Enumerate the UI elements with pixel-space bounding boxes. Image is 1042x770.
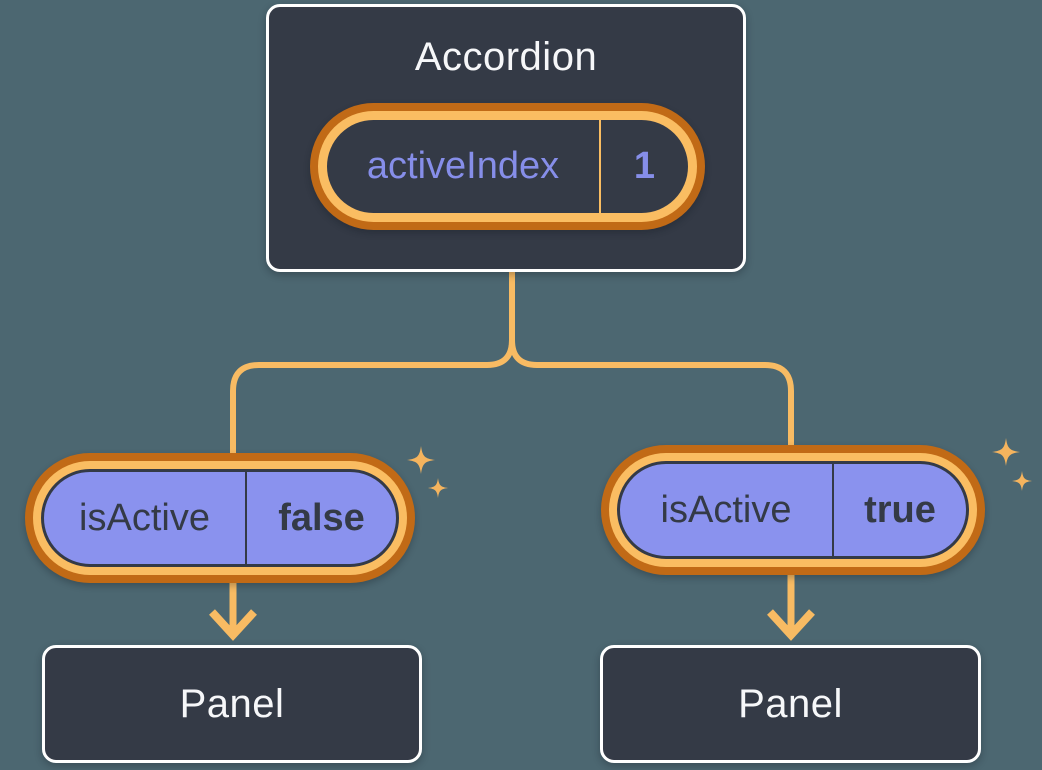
sparkle-icon	[428, 478, 448, 498]
prop-pill-isactive-true: isActive true	[601, 445, 985, 575]
panel-title: Panel	[179, 681, 285, 726]
panel-box-right: Panel	[600, 645, 981, 763]
prop-pill-body: isActive false	[41, 469, 399, 567]
state-value: 1	[633, 145, 656, 187]
tree-connector-left	[230, 268, 515, 456]
sparkle-icon	[992, 438, 1020, 466]
prop-pill-ring: isActive false	[33, 461, 407, 575]
prop-name: isActive	[620, 464, 834, 556]
prop-pill-ring: isActive true	[609, 453, 977, 567]
accordion-component-box: Accordion activeIndex 1	[266, 4, 746, 272]
state-name: activeIndex	[327, 120, 601, 213]
component-title: Accordion	[414, 35, 598, 79]
panel-title: Panel	[738, 681, 843, 726]
panel-box-left: Panel	[42, 645, 422, 763]
state-pill-body: activeIndex 1	[327, 120, 688, 213]
tree-connector-right	[509, 339, 794, 450]
prop-value: false	[278, 496, 365, 539]
state-pill-ring: activeIndex 1	[318, 111, 697, 222]
prop-value: true	[864, 488, 936, 531]
state-pill: activeIndex 1	[310, 103, 705, 230]
sparkle-icon	[407, 446, 435, 474]
sparkle-icon	[1012, 471, 1032, 491]
arrow-down-icon	[767, 574, 815, 641]
arrow-down-icon	[209, 581, 257, 641]
prop-name: isActive	[44, 472, 247, 564]
prop-pill-isactive-false: isActive false	[25, 453, 415, 583]
prop-pill-body: isActive true	[617, 461, 969, 559]
